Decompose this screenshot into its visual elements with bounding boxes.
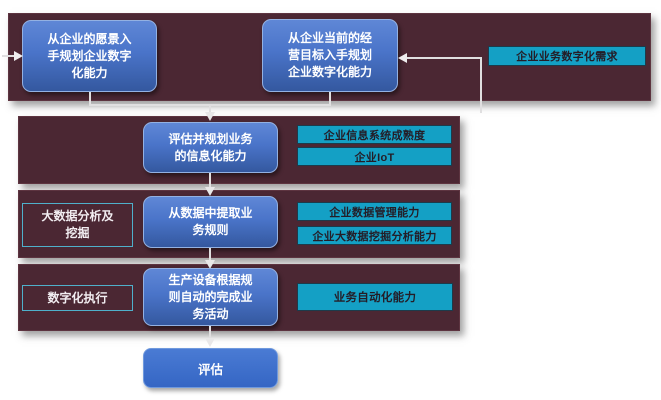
vision-box-stub [89, 92, 91, 105]
flow-connector-2-3 [209, 173, 211, 188]
entry-arrow-icon [14, 51, 23, 61]
flow-connector-4-final [209, 326, 211, 339]
entry-connector-line [2, 55, 15, 57]
flow-connector-3-4 [209, 248, 211, 261]
goal-planning-box: 从企业当前的经 营目标入手规划 企业数字化能力 [262, 19, 398, 92]
execution-stage-label: 数字化执行 [22, 285, 133, 311]
demand-connector-horizontal [406, 57, 481, 59]
evaluate-box: 评估 [143, 348, 278, 388]
goal-box-stub [329, 92, 331, 105]
informatization-capability-box: 评估并规划业务 的信息化能力 [143, 122, 278, 173]
flow-arrow-4-final-icon [205, 338, 215, 347]
merge-connector-drop [209, 104, 211, 113]
auto-business-box: 生产设备根据规 则自动的完成业 务活动 [143, 268, 278, 326]
flow-arrow-2-3-icon [205, 187, 215, 196]
data-management-tag: 企业数据管理能力 [297, 202, 452, 221]
demand-connector-vertical [480, 57, 482, 113]
demand-arrow-icon [398, 53, 407, 63]
business-digital-demand-tag: 企业业务数字化需求 [488, 46, 646, 66]
info-system-maturity-tag: 企业信息系统成熟度 [297, 125, 452, 144]
business-automation-tag: 业务自动化能力 [297, 283, 453, 311]
vision-planning-box: 从企业的愿景入 手规划企业数字 化能力 [22, 20, 157, 92]
enterprise-iot-tag: 企业IoT [297, 147, 452, 166]
extract-rules-box: 从数据中提取业 务规则 [143, 196, 278, 248]
merge-arrow-icon [205, 112, 215, 121]
bigdata-stage-label: 大数据分析及 挖掘 [22, 203, 133, 247]
bigdata-mining-tag: 企业大数据挖掘分析能力 [297, 226, 452, 245]
flow-arrow-3-4-icon [205, 260, 215, 269]
